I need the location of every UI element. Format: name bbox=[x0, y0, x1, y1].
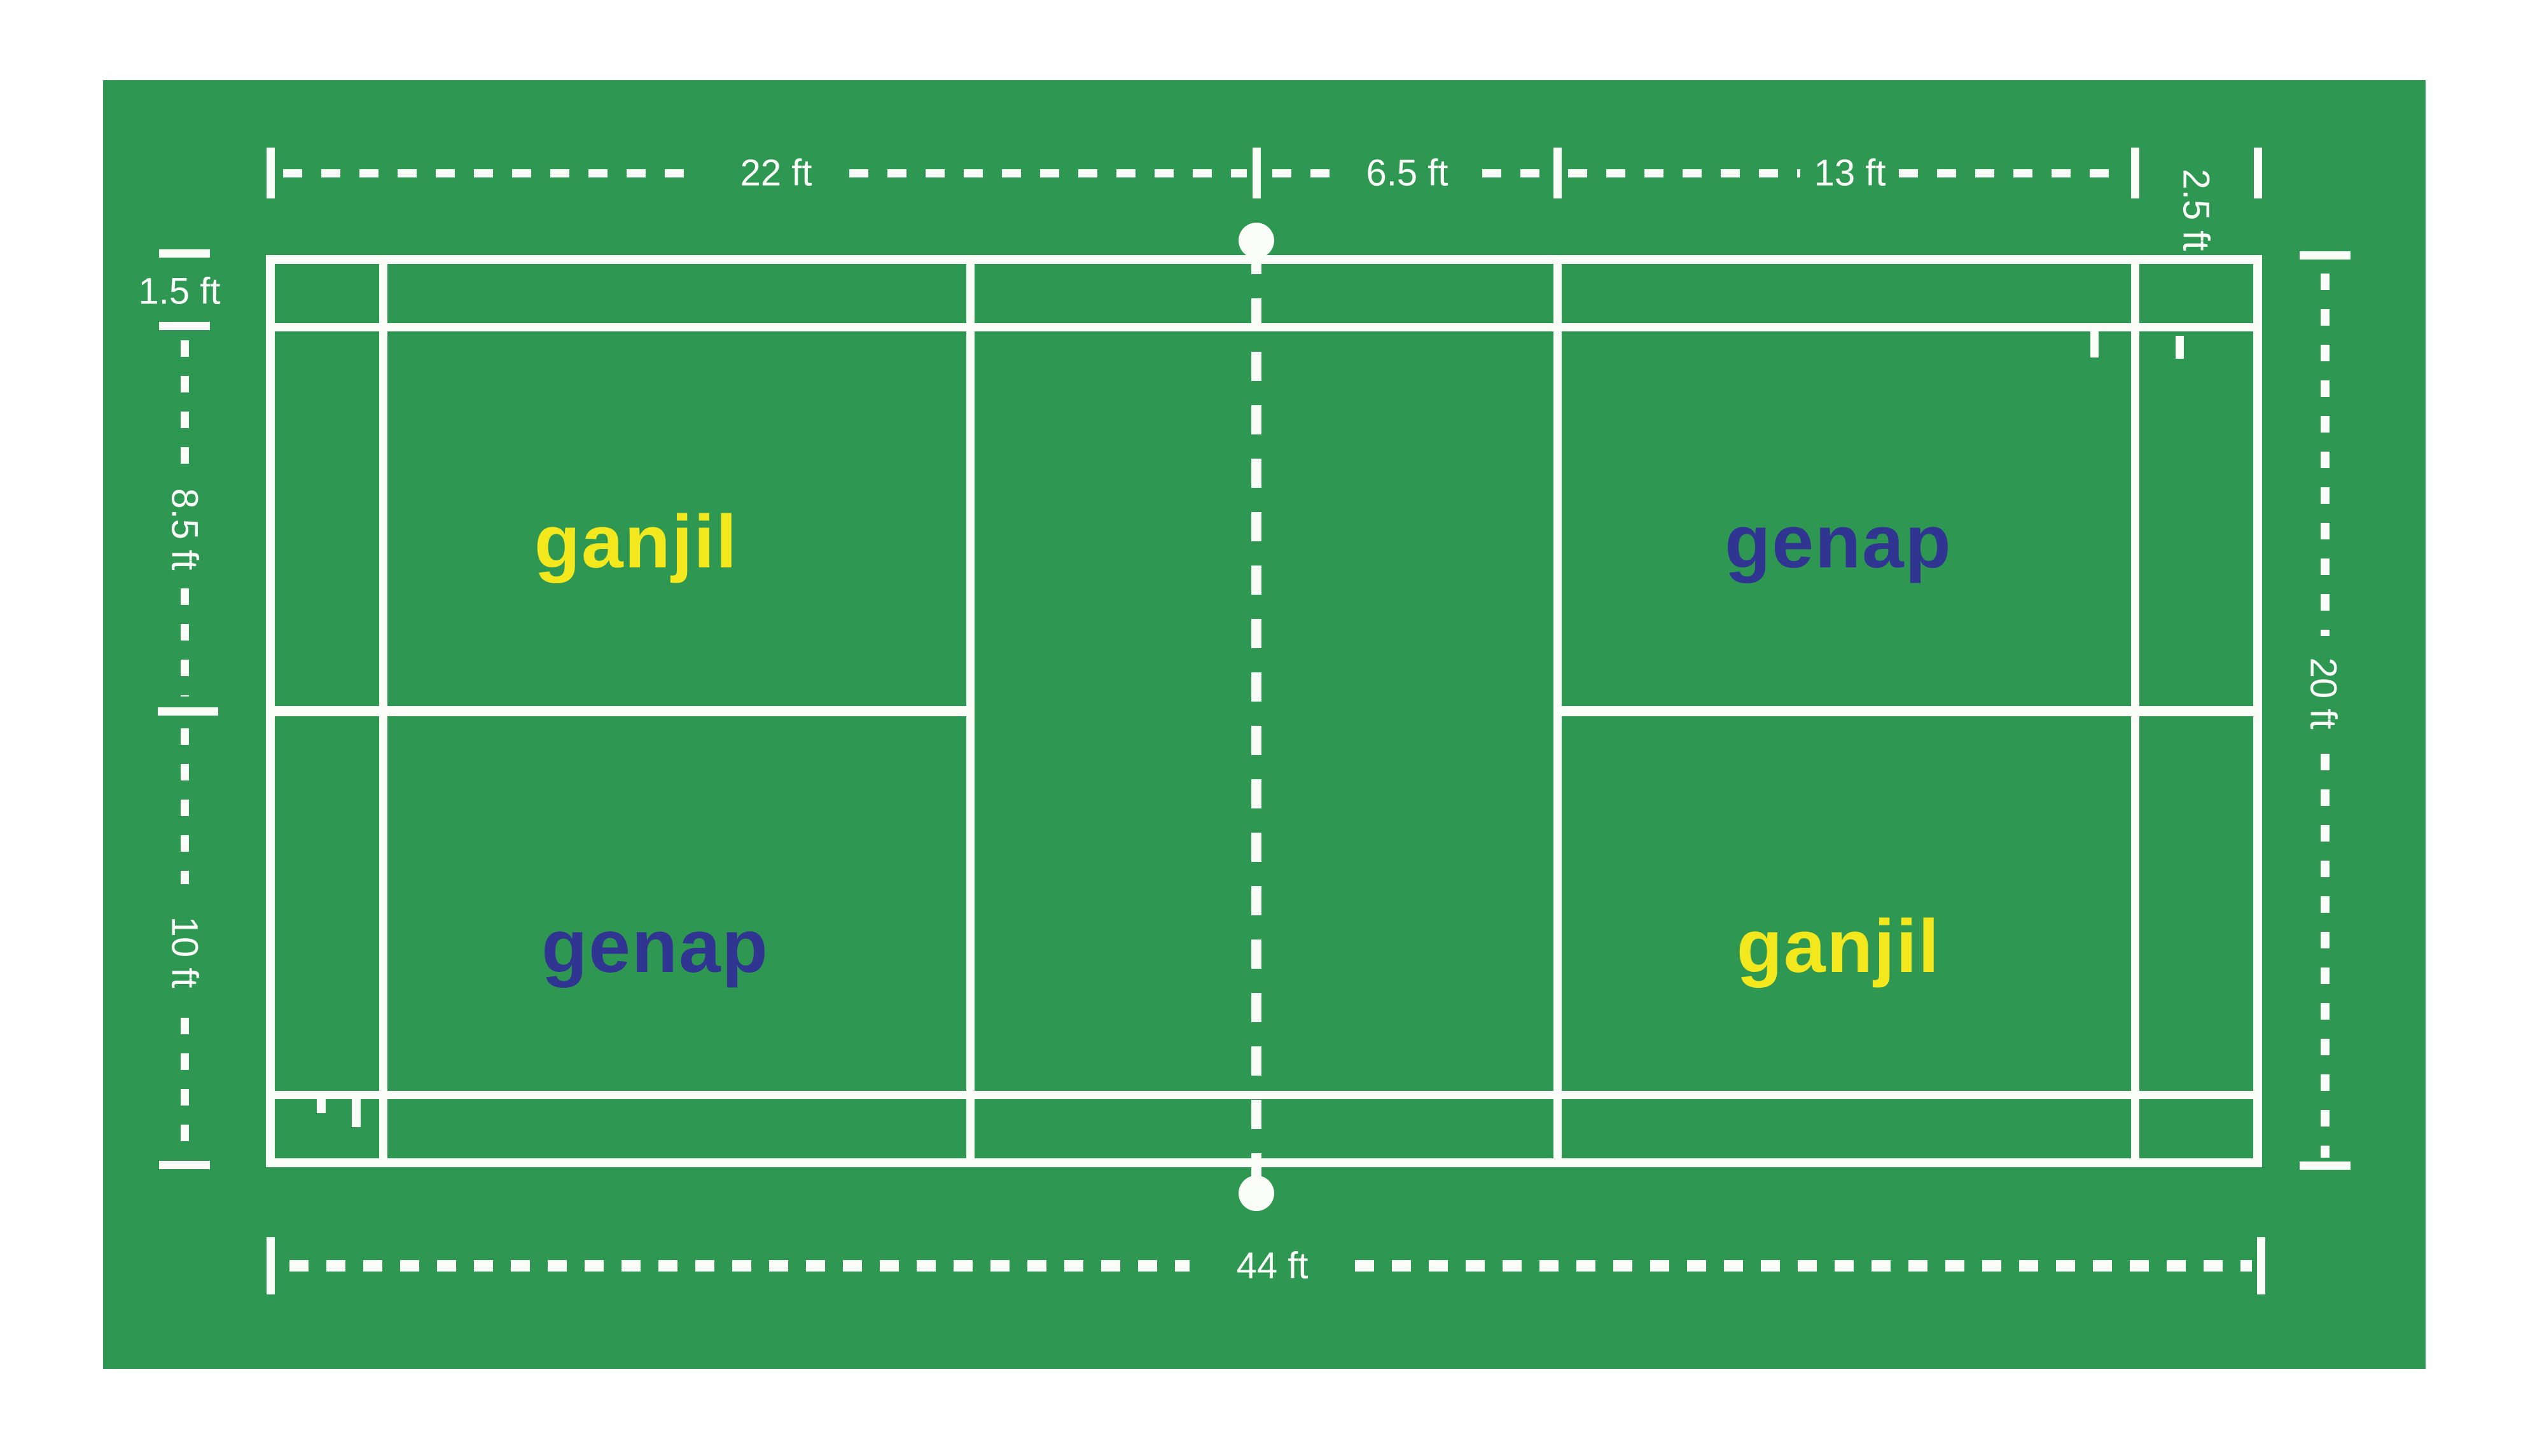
quadrant-label-top-left: ganjil bbox=[534, 500, 739, 584]
dim-right-tick-top bbox=[2300, 251, 2351, 260]
minor-tick-top-right-2 bbox=[2176, 336, 2184, 359]
net-line bbox=[1251, 245, 1261, 1186]
dim-bottom-dashes-2 bbox=[1355, 1260, 2252, 1272]
dim-label-22ft: 22 ft bbox=[740, 152, 812, 194]
dim-left-tick-court-top bbox=[159, 249, 210, 258]
quadrant-label-top-right: genap bbox=[1725, 500, 1952, 584]
dim-right-dashes-2 bbox=[2321, 754, 2330, 1158]
centre-line-right bbox=[1557, 706, 2262, 716]
dim-left-dashes-2 bbox=[181, 588, 189, 697]
dim-bottom-tick-right bbox=[2257, 1237, 2265, 1294]
dim-top-tick-short-service bbox=[1553, 148, 1562, 198]
dim-left-dashes-3 bbox=[181, 728, 189, 884]
dim-bottom-dashes-1 bbox=[289, 1260, 1190, 1272]
dim-left-tick-centre bbox=[158, 707, 218, 716]
dim-left-dashes-4 bbox=[181, 1018, 189, 1154]
dim-left-tick-singles bbox=[159, 322, 210, 330]
dim-top-tick-net bbox=[1253, 148, 1261, 198]
quadrant-label-bottom-left: genap bbox=[541, 905, 769, 988]
court-field-background bbox=[103, 80, 2426, 1369]
dim-label-6-5ft: 6.5 ft bbox=[1366, 152, 1448, 194]
dim-bottom-tick-left bbox=[267, 1237, 275, 1294]
net-dot-bottom bbox=[1239, 1175, 1274, 1211]
minor-tick-top-right-1 bbox=[2090, 331, 2099, 357]
singles-sideline-bottom bbox=[266, 1091, 2262, 1099]
dim-top-dashes-3 bbox=[1272, 169, 1333, 177]
dim-label-2-5ft: 2.5 ft bbox=[2175, 169, 2217, 251]
quadrant-label-bottom-right: ganjil bbox=[1736, 905, 1941, 988]
dim-label-13ft: 13 ft bbox=[1814, 152, 1886, 194]
dim-top-dashes-5 bbox=[1568, 169, 1800, 177]
dim-top-dashes-6 bbox=[1899, 169, 2125, 177]
dim-label-10ft: 10 ft bbox=[163, 916, 205, 988]
dim-label-1-5ft: 1.5 ft bbox=[138, 270, 221, 312]
minor-tick-bottom-left-1 bbox=[317, 1099, 326, 1113]
short-service-line-left bbox=[966, 255, 975, 1167]
dim-right-dashes-1 bbox=[2321, 274, 2330, 636]
singles-sideline-top bbox=[266, 323, 2262, 331]
dim-label-44ft: 44 ft bbox=[1236, 1245, 1309, 1287]
court-boundary-bottom bbox=[266, 1158, 2262, 1167]
minor-tick-bottom-left-2 bbox=[352, 1099, 361, 1127]
dim-label-8-5ft: 8.5 ft bbox=[163, 488, 205, 571]
dim-label-20ft: 20 ft bbox=[2302, 657, 2344, 730]
court-boundary-top bbox=[266, 255, 2262, 264]
dim-top-dashes-1 bbox=[283, 169, 703, 177]
dim-top-tick-court-right bbox=[2254, 148, 2262, 198]
centre-line-left bbox=[266, 706, 970, 716]
dim-top-dashes-4 bbox=[1482, 169, 1546, 177]
net-dot-top bbox=[1239, 223, 1274, 258]
dim-top-tick-court-left bbox=[267, 148, 275, 198]
dim-top-dashes-2 bbox=[849, 169, 1247, 177]
dim-left-dashes-1 bbox=[181, 340, 189, 474]
dim-right-tick-bottom bbox=[2300, 1161, 2351, 1170]
dim-top-tick-long-service bbox=[2131, 148, 2139, 198]
dim-left-tick-court-bottom bbox=[159, 1161, 210, 1169]
